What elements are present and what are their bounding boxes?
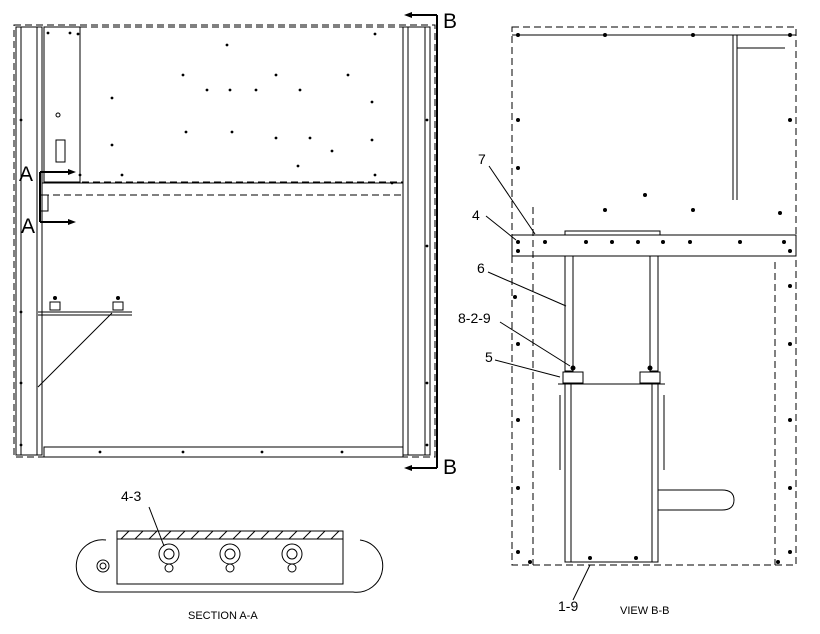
cross-beam: [511, 234, 797, 257]
view-frame: [511, 26, 797, 566]
upper-panel: [79, 26, 404, 183]
lower-frame: [564, 383, 659, 563]
view-bb: 7 4 6 8-2-9 5 1-9 VIEW B-B: [458, 26, 797, 617]
right-post: [402, 26, 431, 456]
fasteners: [96, 543, 303, 573]
callout-1-9: 1-9: [558, 598, 578, 614]
section-cut-b: B B: [404, 10, 457, 479]
callout-6: 6: [477, 260, 485, 276]
left-rod: [564, 255, 574, 372]
right-rod: [649, 255, 659, 372]
section-label-b-top: B: [443, 10, 457, 33]
callout-8-2-9: 8-2-9: [458, 310, 491, 326]
panel-holes: [76, 32, 377, 177]
diagonal-brace: [37, 312, 113, 388]
post-holes: [19, 31, 429, 454]
callout-7: 7: [478, 151, 486, 167]
section-label-b-bottom: B: [443, 456, 457, 479]
section-aa: 4-3 SECTION A-A: [75, 488, 384, 622]
left-post: [15, 26, 43, 456]
section-label-a-top: A: [19, 163, 33, 186]
caption-section-aa: SECTION A-A: [188, 610, 258, 622]
caption-view-bb: VIEW B-B: [620, 605, 670, 617]
main-elevation: A A B B: [13, 10, 457, 479]
section-cut-a: A A: [19, 163, 76, 238]
callout-5: 5: [485, 349, 493, 365]
outer-frame: [13, 24, 436, 458]
bottom-rail: [43, 446, 404, 458]
section-label-a-bottom: A: [21, 215, 35, 238]
view-holes: [513, 33, 792, 564]
callout-4: 4: [472, 207, 480, 223]
callout-4-3: 4-3: [121, 488, 141, 504]
